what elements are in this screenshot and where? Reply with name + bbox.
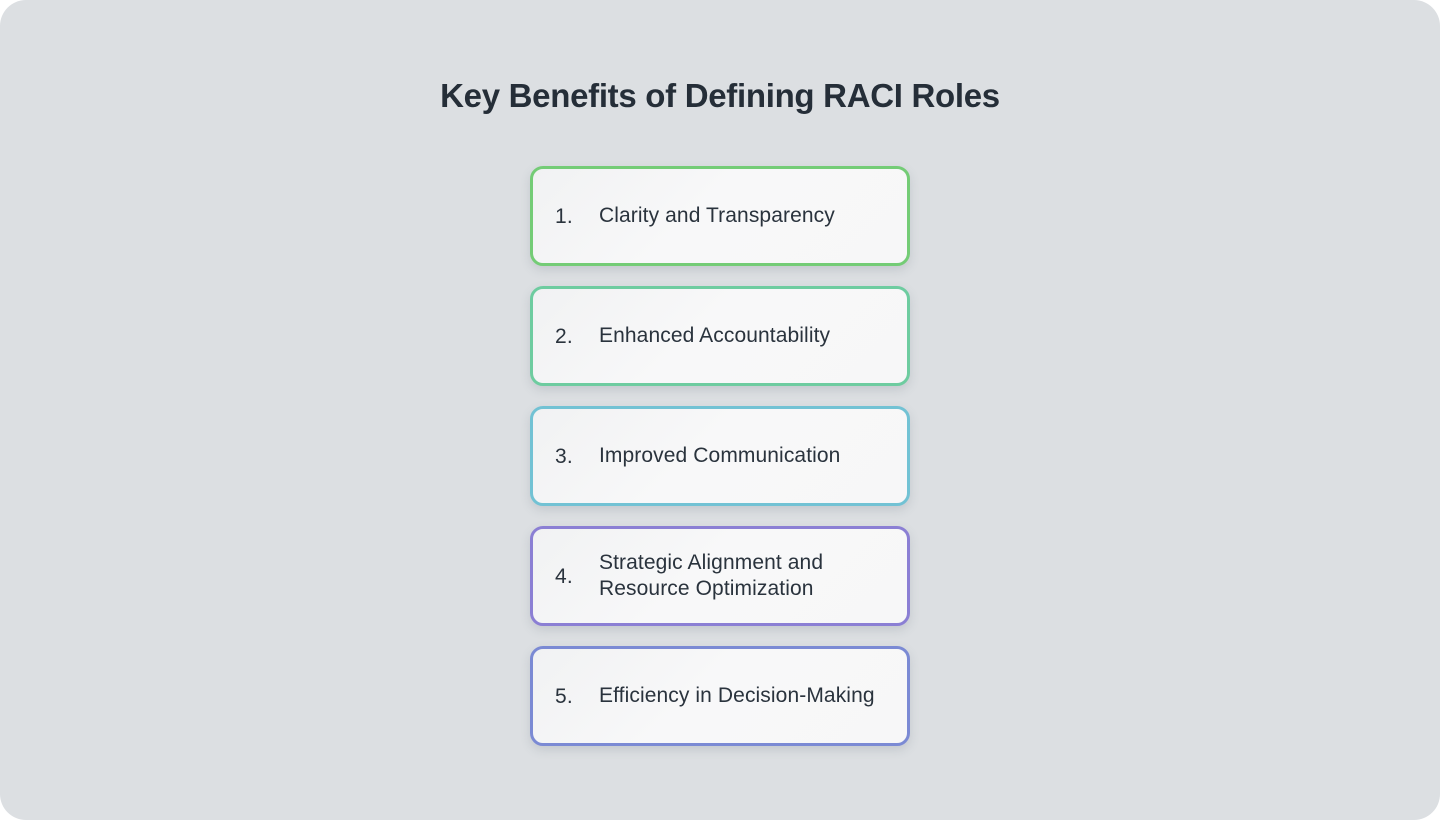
list-item[interactable]: 3. Improved Communication xyxy=(530,406,910,506)
list-item-label: Strategic Alignment and Resource Optimiz… xyxy=(599,551,824,600)
list-item-label: Efficiency in Decision-Making xyxy=(599,684,875,707)
list-item-number: 1. xyxy=(555,204,573,228)
page-title: Key Benefits of Defining RACI Roles xyxy=(440,77,1000,114)
list-item[interactable]: 2. Enhanced Accountability xyxy=(530,286,910,386)
benefits-list: 1. Clarity and Transparency 2. Enhanced … xyxy=(530,166,910,746)
list-item[interactable]: 4. Strategic Alignment and Resource Opti… xyxy=(530,526,910,626)
list-item[interactable]: 5. Efficiency in Decision-Making xyxy=(530,646,910,746)
list-item-number: 4. xyxy=(555,564,573,588)
list-item-label: Clarity and Transparency xyxy=(599,204,835,227)
list-item-number: 5. xyxy=(555,684,573,708)
list-item-number: 3. xyxy=(555,444,573,468)
list-item-label: Improved Communication xyxy=(599,444,841,467)
list-item-number: 2. xyxy=(555,324,573,348)
list-item[interactable]: 1. Clarity and Transparency xyxy=(530,166,910,266)
list-item-label: Enhanced Accountability xyxy=(599,324,831,347)
